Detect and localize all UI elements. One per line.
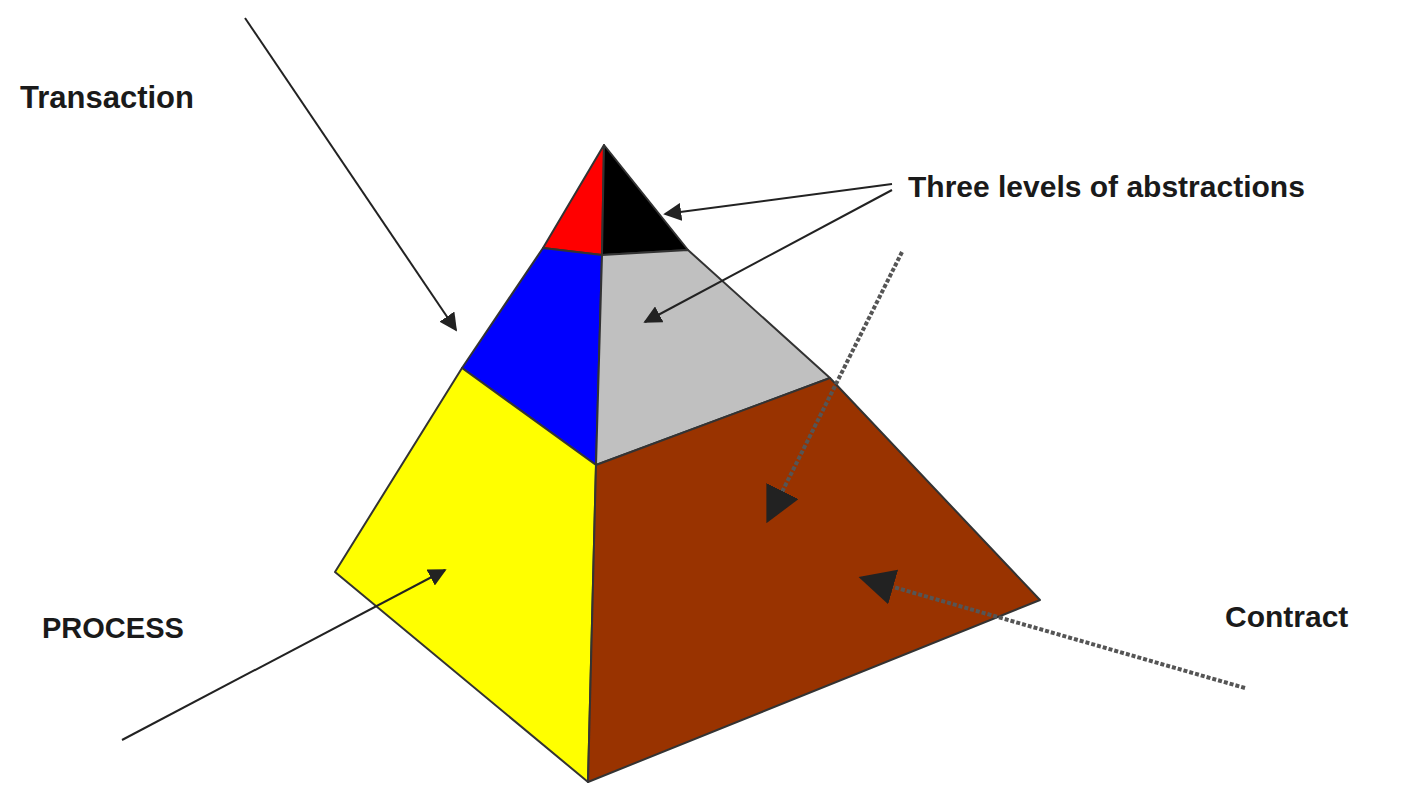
callout-label: Transaction	[20, 80, 194, 116]
black-face	[602, 145, 688, 255]
leader-line	[665, 184, 892, 214]
leader-line	[122, 570, 445, 740]
leader-line	[768, 252, 902, 520]
yellow-face	[335, 368, 596, 782]
brown-face	[588, 378, 1040, 782]
leader-line	[645, 190, 892, 322]
red-face	[543, 145, 604, 255]
callout-label: Three levels of abstractions	[908, 170, 1305, 205]
callout-label: PROCESS	[42, 612, 184, 645]
leader-line	[245, 18, 456, 330]
callout-label: Contract	[1225, 600, 1348, 635]
leader-line	[862, 578, 1245, 688]
